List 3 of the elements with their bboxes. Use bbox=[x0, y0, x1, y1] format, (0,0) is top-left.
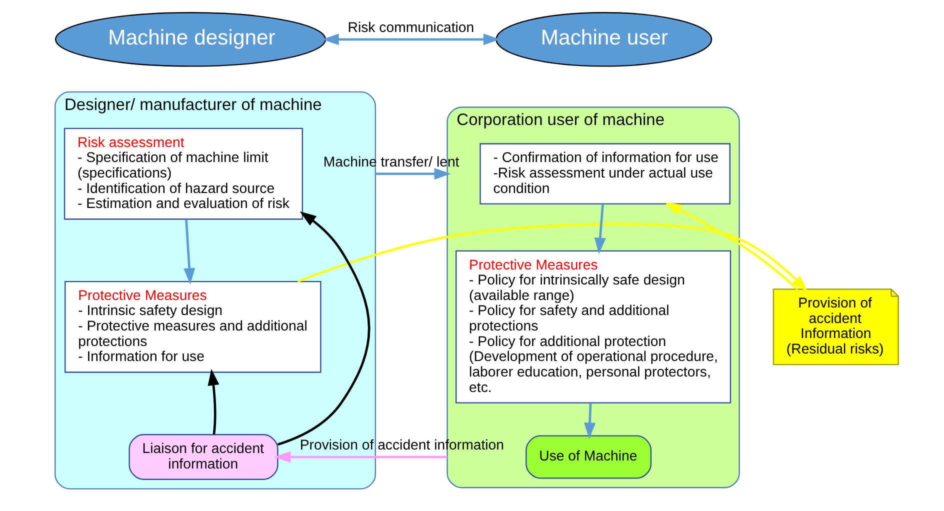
edge-label: Risk communication bbox=[348, 18, 474, 35]
edge-label: Provision of accident information bbox=[300, 436, 504, 452]
edge-label: Machine transfer/ lent bbox=[323, 153, 460, 170]
